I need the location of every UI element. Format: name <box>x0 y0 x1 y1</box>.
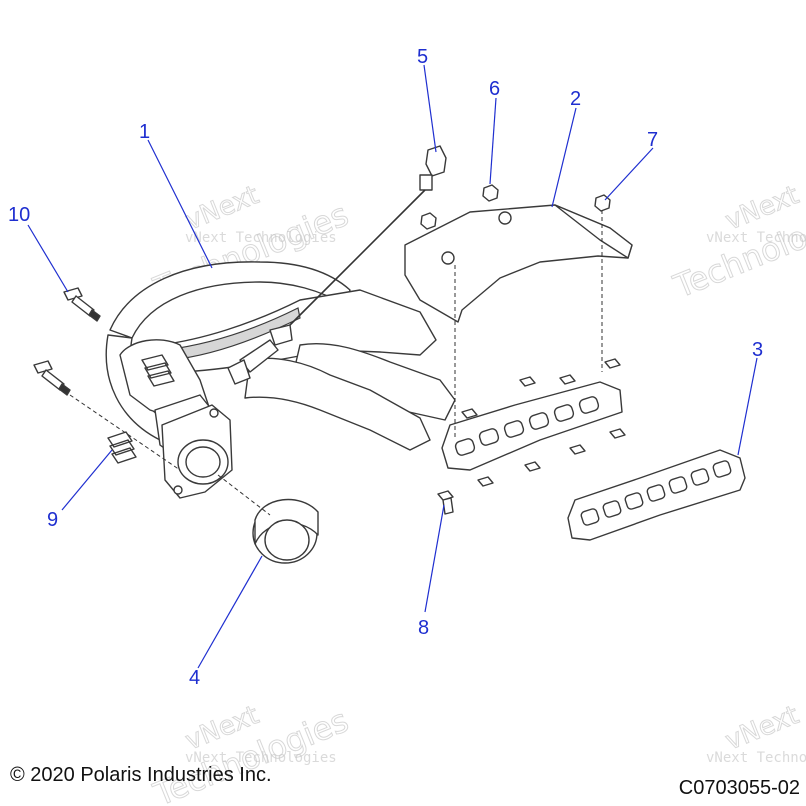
spring-part-9 <box>107 431 137 464</box>
callout-1: 1 <box>139 121 150 143</box>
o2-sensor-part <box>227 145 447 385</box>
callout-4: 4 <box>189 667 200 689</box>
watermark-top-right: vNext vNext Technologies Technologies <box>667 180 806 307</box>
manifold-gasket-part <box>567 449 746 541</box>
assembly-dash-lines <box>69 210 603 516</box>
callout-10: 10 <box>8 204 30 226</box>
callout-9: 9 <box>47 509 58 531</box>
copyright-text: © 2020 Polaris Industries Inc. <box>10 764 272 786</box>
callout-leaders <box>27 64 758 669</box>
exhaust-seal-part <box>252 498 319 564</box>
heat-shield-part <box>404 204 633 323</box>
callout-8: 8 <box>418 617 429 639</box>
callout-6: 6 <box>489 78 500 100</box>
callout-numbers: 1 2 3 4 5 6 7 8 9 10 <box>8 46 763 689</box>
callout-2: 2 <box>570 88 581 110</box>
watermark-text: vNext Technologies <box>706 230 806 246</box>
bolt-part-10 <box>33 287 101 396</box>
watermark-text: vNext Technologies <box>706 750 806 766</box>
watermark-vnext-text: vNext <box>181 180 263 236</box>
watermark-bottom-left: vNext vNext Technologies Technologies <box>147 700 354 806</box>
stud-part-8 <box>437 358 626 515</box>
exhaust-header-part <box>105 261 456 499</box>
nut-part-6 <box>420 184 499 230</box>
callout-3: 3 <box>752 339 763 361</box>
pipe-spring <box>141 354 175 387</box>
watermark-text: vNext Technologies <box>185 230 337 246</box>
watermark-vnext-text: vNext <box>721 700 803 756</box>
watermark-text: vNext Technologies <box>185 750 337 766</box>
watermark-bottom-right: vNext vNext Technologies <box>706 700 806 766</box>
header-manifold-flange <box>441 381 623 471</box>
drawing-code-text: C0703055-02 <box>678 777 800 799</box>
callout-5: 5 <box>417 46 428 68</box>
callout-7: 7 <box>647 129 658 151</box>
